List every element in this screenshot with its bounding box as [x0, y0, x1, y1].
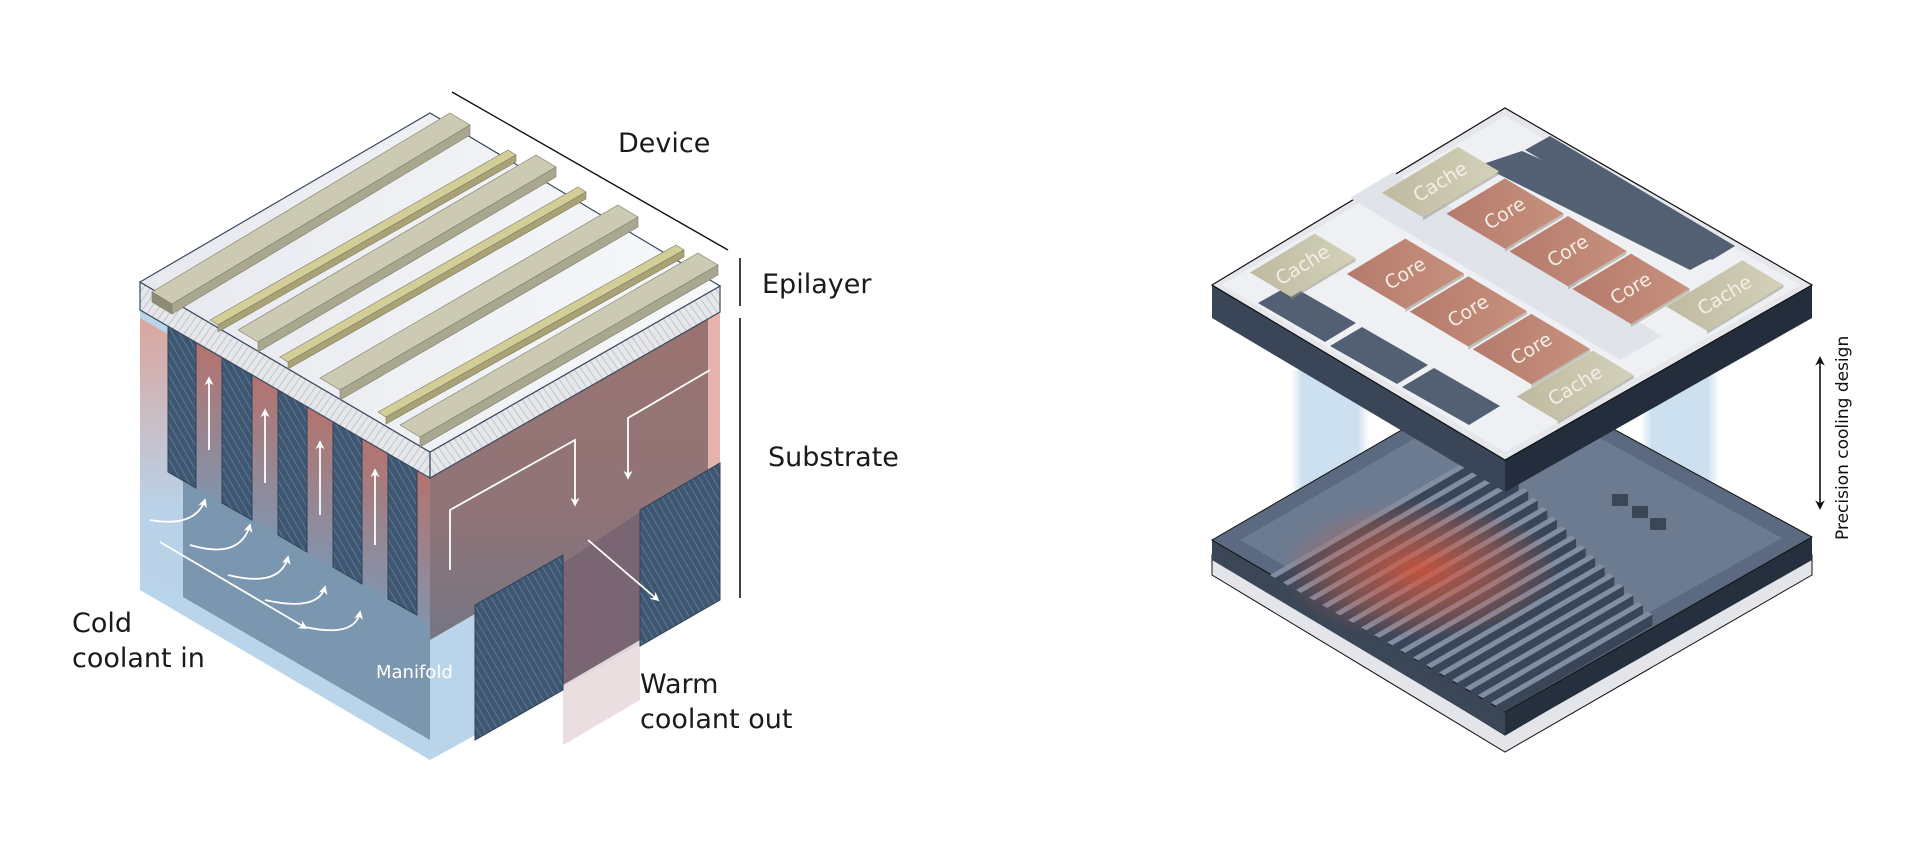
core-block-edge: [1531, 348, 1590, 388]
core-block-edge: [1468, 311, 1527, 350]
fin: [332, 414, 363, 585]
fin: [277, 382, 308, 553]
interconnect-strip: [1350, 172, 1662, 360]
core-block: [1472, 313, 1590, 385]
core-block-edge: [1505, 213, 1564, 252]
fin-side: [1457, 586, 1624, 694]
outlet-flow-arrows: [449, 369, 711, 602]
io-block: [1480, 151, 1735, 270]
outlet-gap: [563, 640, 640, 745]
device-electrodes: [151, 112, 719, 448]
precision-cooling-label: Precision cooling design: [1833, 336, 1853, 540]
outlet-channel: [563, 512, 640, 685]
manifold-wall: [474, 554, 564, 741]
cold-coolant-in-label-line1: Cold: [72, 608, 132, 639]
manifold-block: [183, 480, 430, 740]
core-block: [1446, 178, 1564, 249]
cache-block-edge: [1707, 284, 1784, 334]
cache-block-edge: [1422, 171, 1500, 221]
core-block-edge: [1567, 251, 1627, 290]
fin-side: [1431, 567, 1605, 679]
core-block: [1409, 276, 1527, 347]
substrate-label: Substrate: [768, 442, 899, 473]
cache-block: [1250, 233, 1356, 298]
substrate-pink-edge: [708, 305, 720, 470]
device-leader-line: [451, 91, 729, 251]
cold-coolant-in-label-line2: coolant in: [72, 643, 205, 674]
fin-side: [1444, 576, 1615, 687]
fin-side: [1470, 595, 1634, 702]
fin-top: [1465, 592, 1634, 691]
inlet-curved-arrows: [149, 498, 364, 632]
cache-block: [1666, 260, 1784, 331]
microchannel-cross-section-diagram: Device Epilayer Substrate Cold coolant i…: [72, 91, 899, 760]
manifold-label: Manifold: [376, 662, 453, 683]
cold-plate: [1211, 369, 1814, 753]
cache-block: [1516, 350, 1634, 422]
cache-block: [1381, 146, 1500, 218]
cooling-fins: [167, 319, 418, 616]
processor-die: CacheCacheCacheCacheCoreCoreCoreCoreCore…: [1210, 107, 1814, 492]
fin-top: [1478, 602, 1643, 698]
fin: [387, 446, 418, 616]
heat-glow: [1280, 500, 1560, 640]
io-block: [1330, 327, 1428, 384]
cache-block-edge: [1557, 375, 1634, 425]
io-block: [1258, 285, 1356, 342]
manifold-wall: [639, 462, 721, 647]
fin-side: [1483, 605, 1643, 709]
core-block: [1346, 238, 1464, 309]
fin: [221, 350, 253, 521]
io-block: [1402, 368, 1500, 425]
fin-top: [1491, 611, 1653, 706]
fin-side: [1496, 614, 1653, 717]
fin: [167, 319, 197, 489]
warm-coolant-out-label-line1: Warm: [640, 669, 718, 700]
core-block-edge: [1405, 273, 1464, 312]
fin-top: [1452, 583, 1624, 683]
cache-block-edge: [1291, 258, 1356, 301]
core-block-edge: [1630, 288, 1690, 328]
warm-coolant-out-label-line2: coolant out: [640, 704, 792, 735]
upward-flow-arrows: [204, 376, 380, 545]
epilayer-label: Epilayer: [762, 269, 872, 300]
core-block: [1509, 216, 1627, 287]
fin-top: [1439, 573, 1615, 676]
chip-cooling-exploded-diagram: CacheCacheCacheCacheCoreCoreCoreCoreCore…: [1210, 107, 1853, 753]
chip-blocks: CacheCacheCacheCacheCoreCoreCoreCoreCore…: [1250, 146, 1784, 425]
posts: [1612, 494, 1666, 530]
device-label: Device: [618, 128, 710, 159]
core-block: [1572, 253, 1690, 325]
